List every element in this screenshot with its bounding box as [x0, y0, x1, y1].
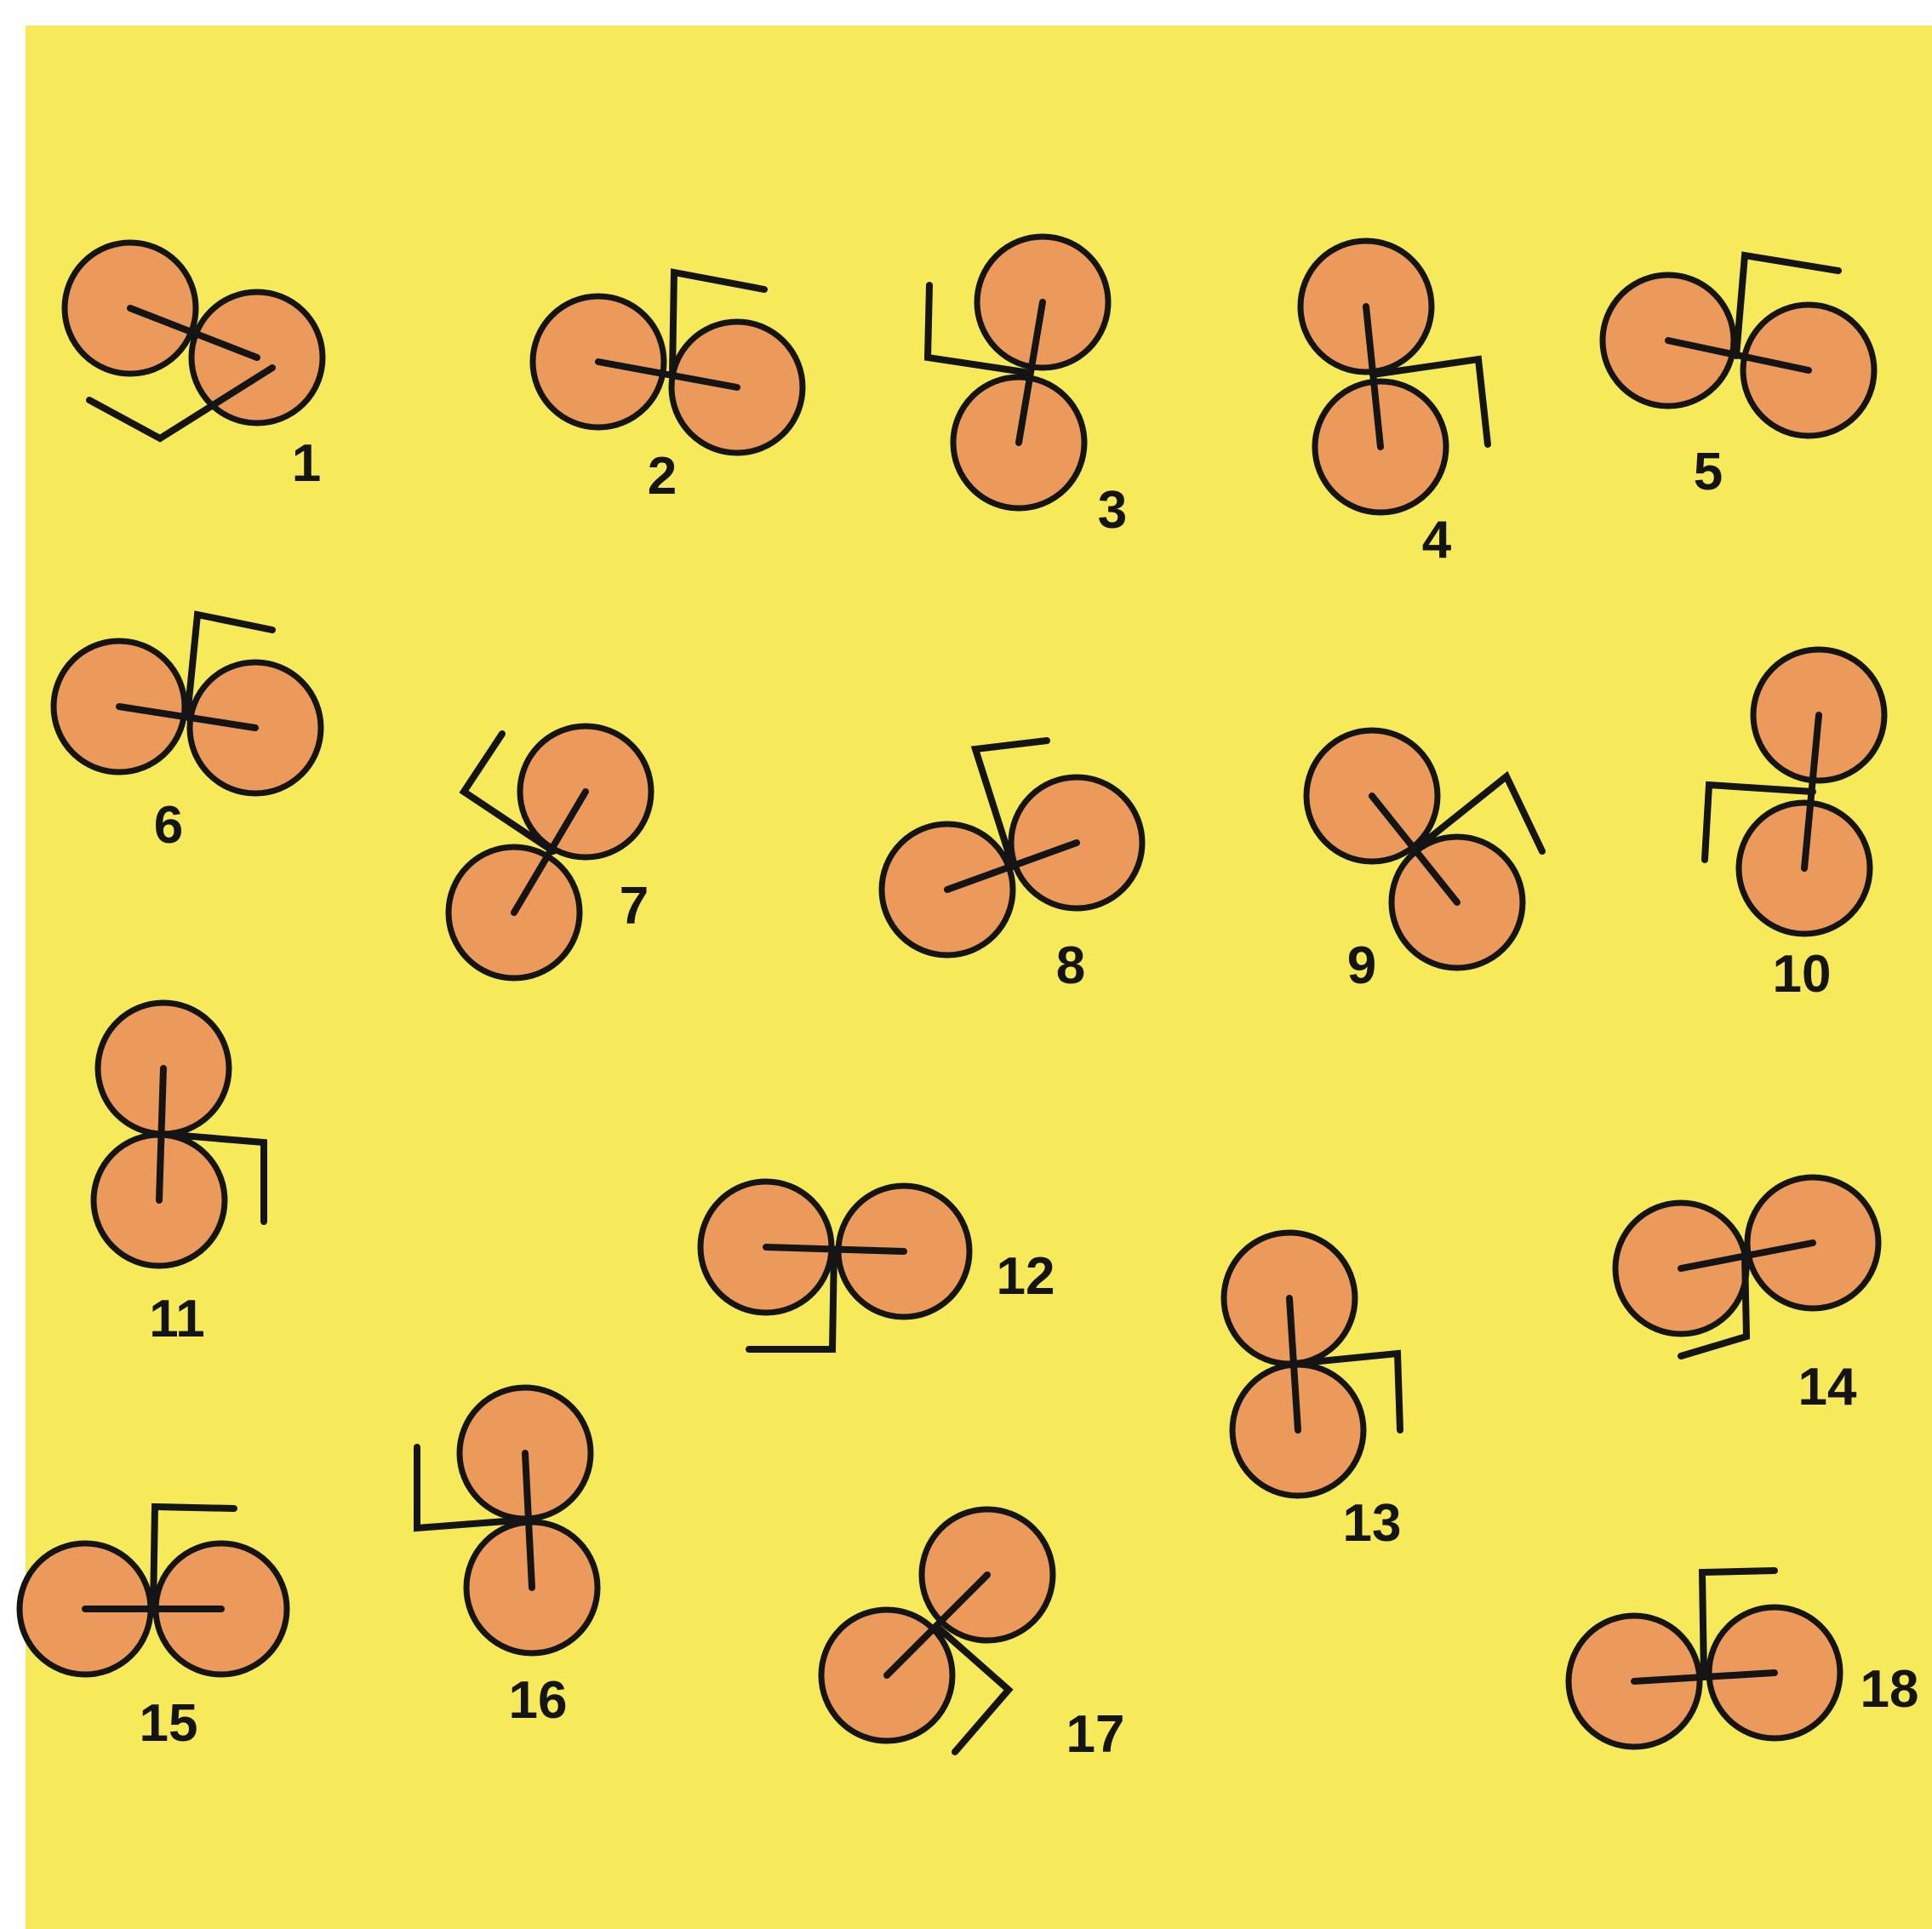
figure-number-label: 10 [1773, 945, 1832, 1004]
figure-number-label: 17 [1066, 1705, 1125, 1764]
figure-number-label: 16 [509, 1671, 568, 1730]
figure-9: 9 [1306, 730, 1542, 995]
figure-number-label: 8 [1056, 936, 1085, 995]
figure-number-label: 9 [1347, 936, 1376, 995]
figure-3: 3 [928, 237, 1127, 540]
figure-13: 13 [1224, 1233, 1401, 1553]
figure-number-label: 13 [1343, 1494, 1402, 1553]
figure-8: 8 [882, 741, 1142, 995]
figure-10: 10 [1705, 650, 1884, 1004]
figure-6: 6 [54, 615, 321, 855]
figure-number-label: 15 [140, 1694, 198, 1753]
figure-12: 12 [700, 1182, 1055, 1349]
figure-number-label: 14 [1798, 1358, 1857, 1417]
figure-number-label: 18 [1861, 1660, 1919, 1719]
figure-14: 14 [1615, 1177, 1878, 1417]
figure-5: 5 [1603, 255, 1874, 501]
figure-number-label: 6 [154, 796, 183, 855]
figure-number-label: 4 [1422, 511, 1452, 570]
figure-1: 1 [65, 243, 323, 493]
figure-17: 17 [821, 1509, 1124, 1764]
figure-number-label: 11 [149, 1290, 205, 1348]
figure-number-label: 3 [1098, 481, 1127, 540]
figure-15: 15 [20, 1507, 287, 1753]
figure-4: 4 [1300, 241, 1488, 570]
figure-18: 18 [1569, 1571, 1918, 1747]
figure-11: 11 [94, 1003, 264, 1348]
figure-number-label: 1 [292, 434, 321, 493]
figure-number-label: 5 [1694, 443, 1723, 501]
figure-number-label: 2 [648, 447, 677, 506]
figure-number-label: 12 [997, 1247, 1055, 1306]
figure-7: 7 [449, 726, 651, 978]
figure-2: 2 [533, 272, 803, 506]
figure-number-label: 7 [620, 877, 649, 936]
figure-16: 16 [417, 1388, 597, 1730]
